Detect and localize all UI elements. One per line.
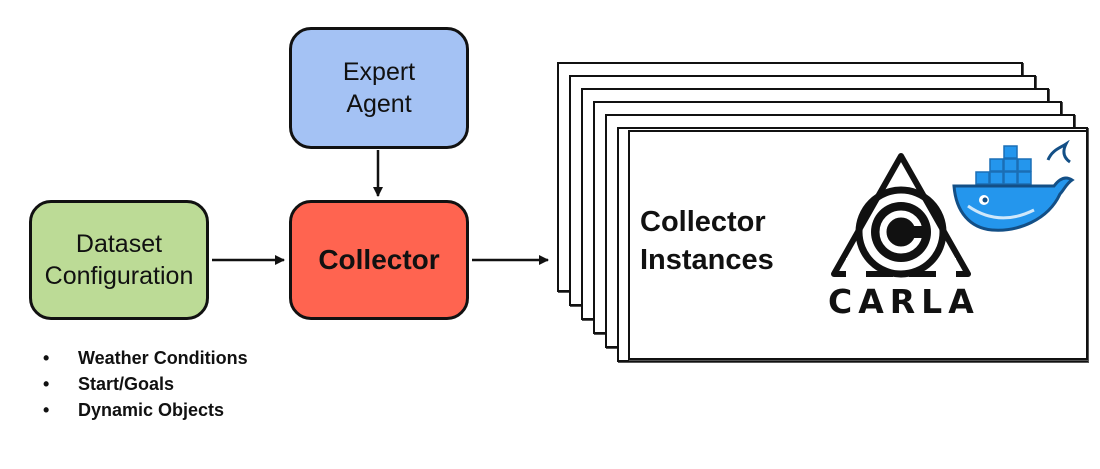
carla-wordmark: CARLA [828, 282, 980, 321]
expert-agent-label-line2: Agent [346, 90, 412, 118]
list-item: • Weather Conditions [40, 345, 248, 371]
bullet-icon: • [43, 400, 50, 420]
option-dynamic-objects: Dynamic Objects [78, 400, 225, 420]
bullet-icon: • [43, 348, 50, 368]
collector-label: Collector [318, 243, 440, 275]
docker-whale-icon [952, 140, 1075, 232]
dataset-label-line2: Configuration [44, 262, 194, 290]
collector-box: Collector [289, 200, 469, 320]
expert-agent-label-line1: Expert [342, 57, 416, 86]
instances-label-line2: Instances [640, 243, 774, 276]
collector-instances-label: Collector Instances [640, 204, 800, 279]
instances-label-line1: Collector [640, 206, 766, 238]
dataset-label-line1: Dataset [75, 229, 163, 258]
dataset-configuration-box: Dataset Configuration [29, 200, 209, 320]
list-item: • Dynamic Objects [40, 397, 248, 423]
expert-agent-box: Expert Agent [289, 27, 469, 149]
bullet-icon: • [43, 374, 50, 394]
list-item: • Start/Goals [40, 371, 248, 397]
dataset-options-list: • Weather Conditions • Start/Goals • Dynami… [40, 345, 248, 423]
carla-logo-icon [831, 153, 971, 278]
option-start-goals: Start/Goals [78, 374, 175, 394]
option-weather: Weather Conditions [78, 348, 248, 368]
